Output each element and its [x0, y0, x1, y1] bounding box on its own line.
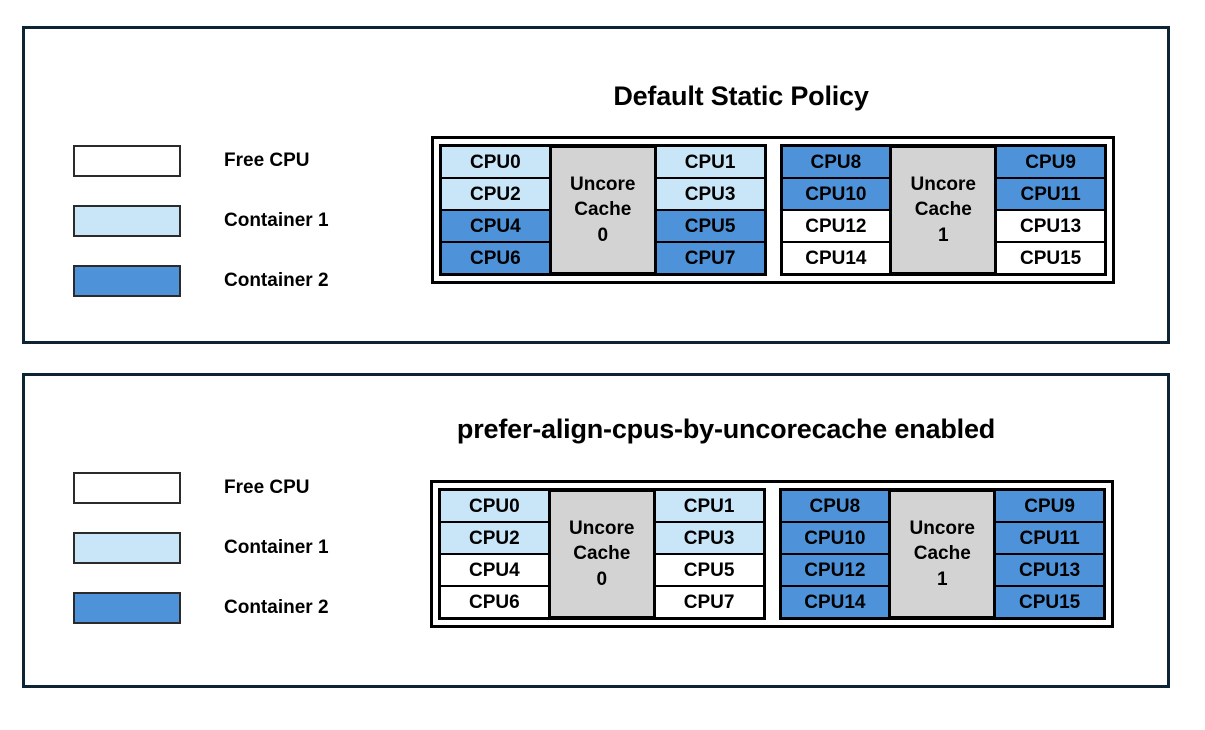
- uncore-cache-line-3: 1: [937, 224, 949, 246]
- legend-label-container-2: Container 2: [224, 270, 329, 291]
- cpu-cell: CPU9: [996, 146, 1105, 178]
- legend-label-free-cpu: Free CPU: [224, 477, 310, 498]
- uncore-cache-line-2: Cache: [573, 543, 631, 565]
- cpu-cell: CPU14: [781, 242, 891, 274]
- cpu-cell: CPU15: [995, 586, 1104, 618]
- cpu-cell: CPU10: [781, 178, 891, 210]
- cpu-cell: CPU9: [995, 490, 1104, 522]
- page-title: Default Static Policy: [613, 81, 869, 111]
- cpu-cell: CPU3: [654, 522, 764, 554]
- group-divider: [766, 488, 779, 620]
- cpu-column-right: CPU9 CPU11 CPU13 CPU15: [996, 146, 1105, 274]
- cpu-cell: CPU4: [441, 210, 550, 242]
- legend-item-free-cpu: Free CPU: [73, 458, 329, 518]
- legend-item-container-1: Container 1: [73, 191, 329, 251]
- cpu-topology-diagram: CPU0 CPU2 CPU4 CPU6 Uncore Cache 0 CPU1 …: [430, 480, 1114, 628]
- uncore-cache-line-1: Uncore: [570, 174, 636, 196]
- cpu-cell: CPU13: [996, 210, 1105, 242]
- legend: Free CPU Container 1 Container 2: [73, 131, 329, 311]
- legend-item-container-1: Container 1: [73, 518, 329, 578]
- cpu-cell: CPU0: [440, 490, 549, 522]
- cpu-cell: CPU8: [781, 146, 891, 178]
- legend-item-free-cpu: Free CPU: [73, 131, 329, 191]
- cpu-topology-diagram: CPU0 CPU2 CPU4 CPU6 Uncore Cache 0 CPU1 …: [431, 136, 1115, 284]
- uncore-cache-group-1: CPU8 CPU10 CPU12 CPU14 Uncore Cache 1 CP…: [778, 488, 1106, 620]
- uncore-cache-line-3: 0: [596, 568, 608, 590]
- uncore-cache-line-1: Uncore: [910, 174, 976, 196]
- cpu-cell: CPU5: [655, 210, 765, 242]
- uncore-cache-line-2: Cache: [914, 199, 972, 221]
- cpu-cell: CPU14: [780, 586, 890, 618]
- uncore-cache-label-1: Uncore Cache 1: [889, 490, 996, 618]
- legend-label-container-2: Container 2: [224, 597, 329, 618]
- uncore-cache-label-0: Uncore Cache 0: [548, 490, 655, 618]
- cpu-column-left: CPU8 CPU10 CPU12 CPU14: [780, 490, 890, 618]
- cpu-cell: CPU15: [996, 242, 1105, 274]
- group-divider: [767, 144, 780, 276]
- legend-item-container-2: Container 2: [73, 578, 329, 638]
- cpu-cell: CPU11: [995, 522, 1104, 554]
- cpu-cell: CPU1: [655, 146, 765, 178]
- cpu-cell: CPU2: [440, 522, 549, 554]
- uncore-cache-line-3: 1: [936, 568, 948, 590]
- legend-swatch-free-cpu: [73, 472, 181, 504]
- cpu-cell: CPU12: [781, 210, 891, 242]
- cpu-column-right: CPU9 CPU11 CPU13 CPU15: [995, 490, 1104, 618]
- legend-swatch-container-1: [73, 532, 181, 564]
- uncore-cache-group-0: CPU0 CPU2 CPU4 CPU6 Uncore Cache 0 CPU1 …: [438, 488, 766, 620]
- uncore-cache-label-1: Uncore Cache 1: [890, 146, 997, 274]
- cpu-column-left: CPU8 CPU10 CPU12 CPU14: [781, 146, 891, 274]
- cpu-cell: CPU8: [780, 490, 890, 522]
- cpu-cell: CPU5: [654, 554, 764, 586]
- legend-label-container-1: Container 1: [224, 537, 329, 558]
- uncore-cache-group-0: CPU0 CPU2 CPU4 CPU6 Uncore Cache 0 CPU1 …: [439, 144, 767, 276]
- legend-swatch-container-1: [73, 205, 181, 237]
- cpu-cell: CPU2: [441, 178, 550, 210]
- legend-label-free-cpu: Free CPU: [224, 150, 310, 171]
- legend-swatch-free-cpu: [73, 145, 181, 177]
- cpu-cell: CPU7: [655, 242, 765, 274]
- legend-swatch-container-2: [73, 265, 181, 297]
- uncore-cache-line-2: Cache: [574, 199, 632, 221]
- cpu-column-right: CPU1 CPU3 CPU5 CPU7: [654, 490, 764, 618]
- cpu-cell: CPU6: [441, 242, 550, 274]
- uncore-cache-line-3: 0: [597, 224, 609, 246]
- cpu-column-right: CPU1 CPU3 CPU5 CPU7: [655, 146, 765, 274]
- cpu-cell: CPU13: [995, 554, 1104, 586]
- uncore-cache-group-1: CPU8 CPU10 CPU12 CPU14 Uncore Cache 1 CP…: [779, 144, 1107, 276]
- cpu-cell: CPU4: [440, 554, 549, 586]
- page-title: prefer-align-cpus-by-uncorecache enabled: [456, 414, 996, 444]
- panel-default-static-policy: Default Static Policy Free CPU Container…: [22, 26, 1170, 344]
- cpu-cell: CPU12: [780, 554, 890, 586]
- cpu-cell: CPU1: [654, 490, 764, 522]
- legend: Free CPU Container 1 Container 2: [73, 458, 329, 638]
- panel-prefer-align-enabled: prefer-align-cpus-by-uncorecache enabled…: [22, 373, 1170, 688]
- uncore-cache-line-2: Cache: [913, 543, 971, 565]
- cpu-cell: CPU3: [655, 178, 765, 210]
- legend-label-container-1: Container 1: [224, 210, 329, 231]
- cpu-column-left: CPU0 CPU2 CPU4 CPU6: [440, 490, 549, 618]
- legend-item-container-2: Container 2: [73, 251, 329, 311]
- cpu-cell: CPU11: [996, 178, 1105, 210]
- cpu-cell: CPU10: [780, 522, 890, 554]
- uncore-cache-line-1: Uncore: [909, 518, 975, 540]
- cpu-cell: CPU0: [441, 146, 550, 178]
- uncore-cache-label-0: Uncore Cache 0: [549, 146, 656, 274]
- uncore-cache-line-1: Uncore: [569, 518, 635, 540]
- cpu-cell: CPU6: [440, 586, 549, 618]
- legend-swatch-container-2: [73, 592, 181, 624]
- cpu-cell: CPU7: [654, 586, 764, 618]
- cpu-column-left: CPU0 CPU2 CPU4 CPU6: [441, 146, 550, 274]
